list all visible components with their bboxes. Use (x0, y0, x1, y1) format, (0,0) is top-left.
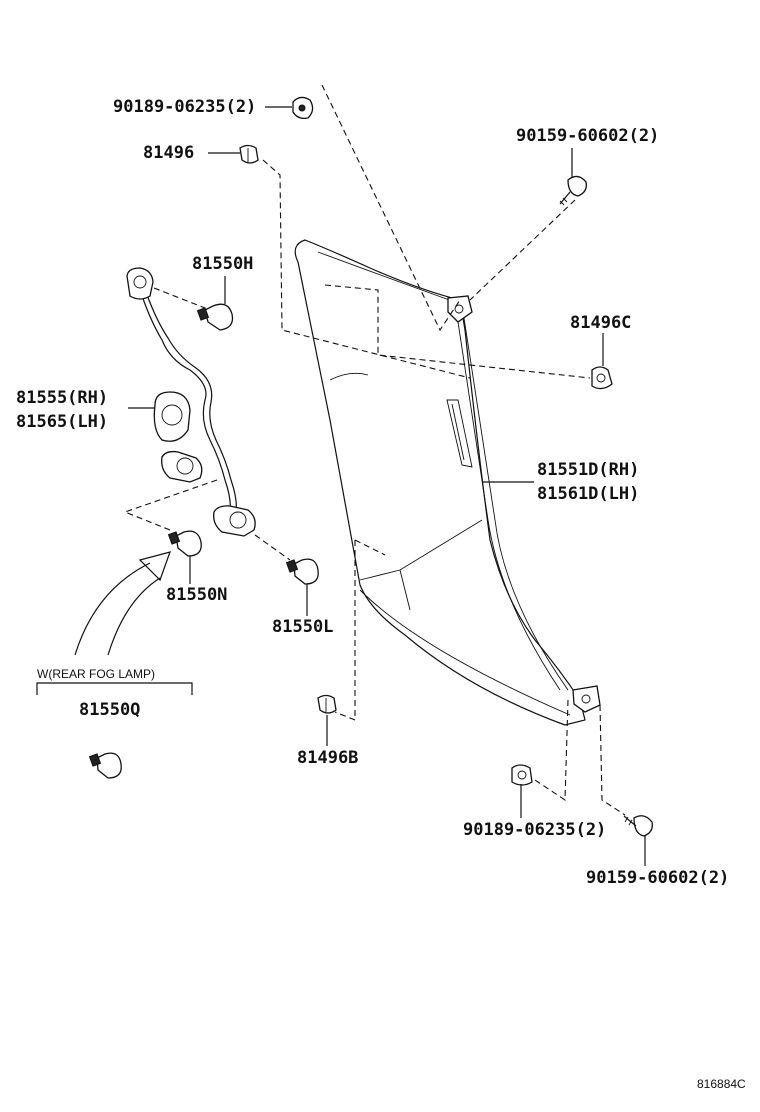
clip-81496-icon (239, 144, 259, 164)
label-81550N: 81550N (166, 585, 228, 605)
clip-81496C-icon (591, 366, 613, 390)
screw-bottom-icon (623, 815, 653, 837)
bulb-icon (196, 303, 234, 331)
label-90159-60602-bottom: 90159-60602(2) (586, 868, 730, 888)
label-rear-fog-lamp-note: W(REAR FOG LAMP) (37, 667, 156, 681)
assembly-lines (123, 84, 626, 816)
label-90159-60602-top: 90159-60602(2) (516, 126, 660, 146)
label-81550L: 81550L (272, 617, 334, 637)
bulb-81550N-icon (167, 530, 202, 557)
label-81496B: 81496B (297, 748, 359, 768)
clip-90189-bottom-icon (511, 764, 533, 786)
screw-icon (559, 175, 587, 206)
bulb-81550Q-icon (88, 752, 122, 779)
catalog-code: 816884C (697, 1077, 746, 1091)
label-81496C: 81496C (570, 313, 632, 333)
clip-icon (292, 96, 314, 120)
lamp-housing-icon (294, 239, 601, 726)
label-90189-06235-bottom: 90189-06235(2) (463, 820, 607, 840)
wire-harness-icon (126, 267, 256, 537)
label-90189-06235-top: 90189-06235(2) (113, 97, 257, 117)
bulb-81550L-icon (285, 558, 319, 585)
leader-lines (36, 106, 646, 866)
label-81550Q: 81550Q (79, 700, 141, 720)
label-81561D-lh: 81561D(LH) (537, 484, 640, 504)
label-81565-lh: 81565(LH) (16, 412, 109, 432)
label-81551D-rh: 81551D(RH) (537, 460, 640, 480)
label-81496: 81496 (143, 143, 195, 163)
label-81555-rh: 81555(RH) (16, 388, 109, 408)
arrow-icon (74, 551, 171, 656)
label-81550H: 81550H (192, 254, 254, 274)
clip-81496B-icon (317, 694, 337, 714)
